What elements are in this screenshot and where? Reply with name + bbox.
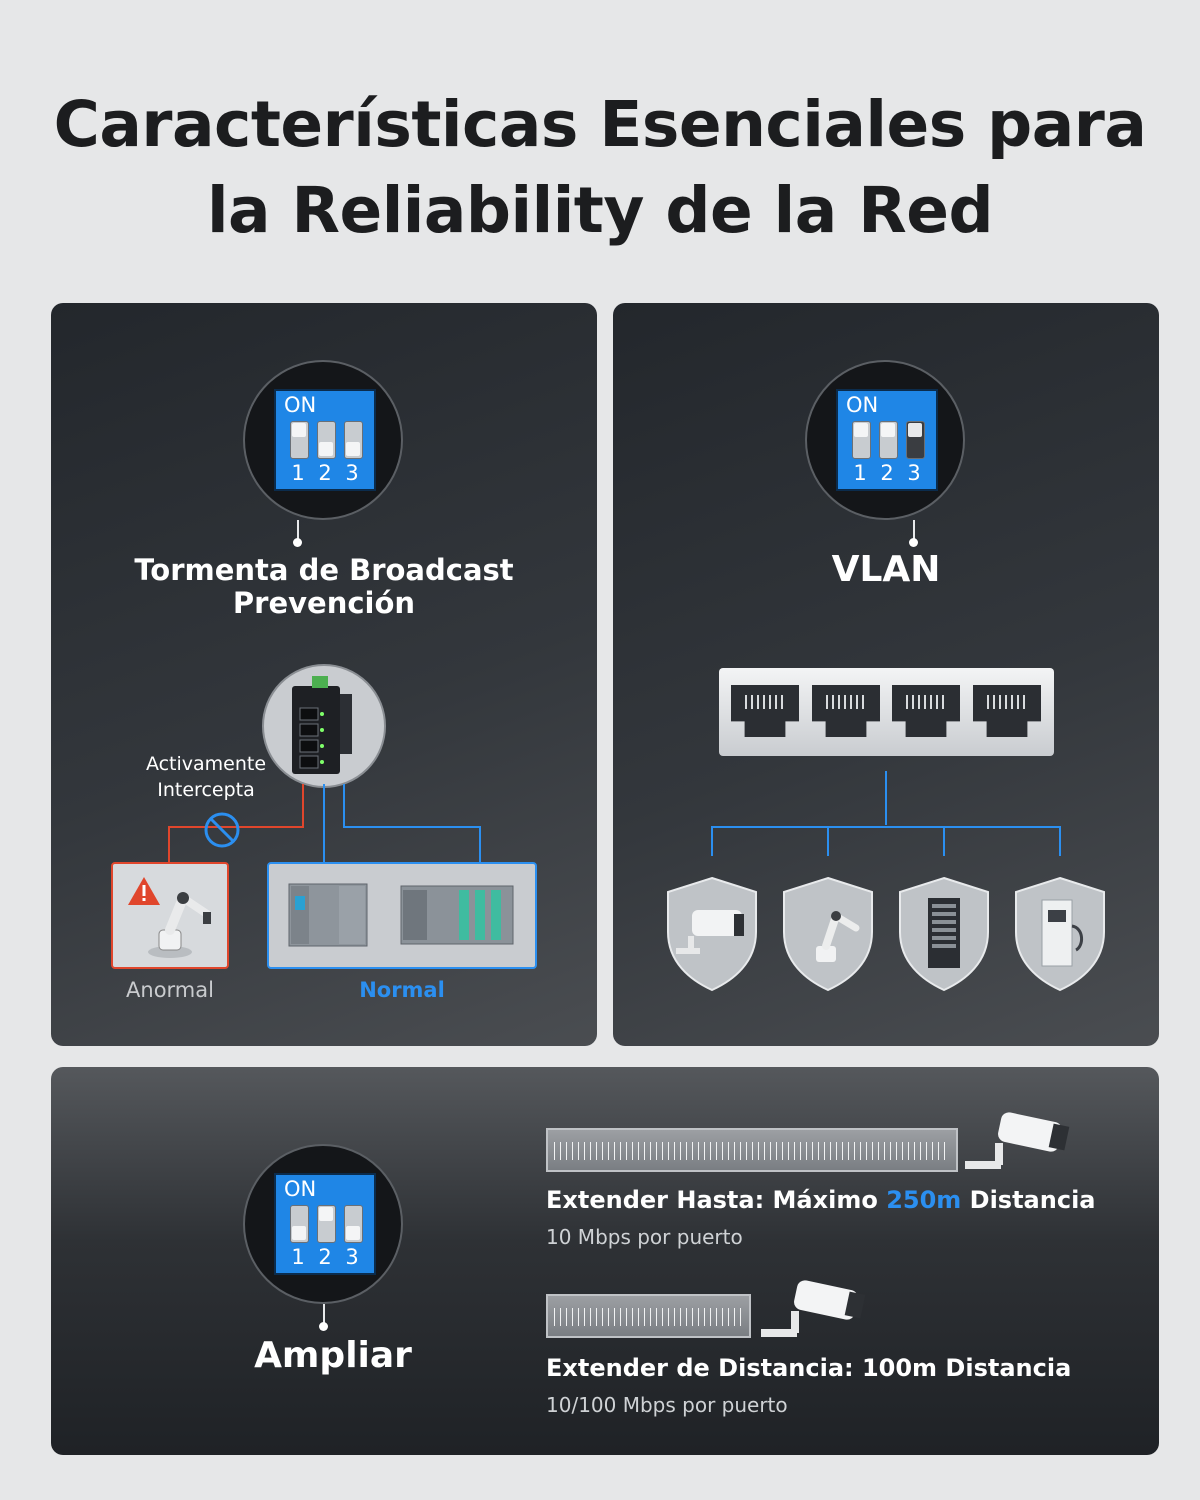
dip-num-2: 2: [880, 461, 894, 485]
broadcast-title-line-2: Prevención: [232, 586, 416, 620]
extend-title: Ampliar: [254, 1335, 412, 1376]
switch-ports: [719, 668, 1054, 756]
dip-slot-3: [344, 1205, 363, 1243]
camera-shield-icon: [667, 876, 757, 992]
title-line-1: Características Esenciales para: [53, 88, 1147, 161]
dip-num-3: 3: [345, 461, 359, 485]
intercept-line-1: Activamente: [145, 753, 267, 775]
dip-num-1: 1: [291, 1245, 305, 1269]
vlan-title: VLAN: [831, 549, 941, 590]
charger-shield-icon: [1015, 876, 1105, 992]
title-line-2: la Reliability de la Red: [206, 174, 994, 247]
dip-slot-2: [317, 421, 336, 459]
dip-num-3: 3: [345, 1245, 359, 1269]
feature-1-heading-accent: 250m: [886, 1186, 962, 1214]
ruler-long-icon: [546, 1128, 958, 1172]
warning-icon: [128, 877, 160, 905]
pointer-dot: [293, 538, 302, 547]
dip-slot-1: [290, 1205, 309, 1243]
dip-on-label: ON: [846, 393, 879, 417]
pointer-line: [913, 520, 915, 542]
dip-switch-badge: ON 1 2 3: [243, 1144, 403, 1304]
intercept-line-2: Intercepta: [157, 779, 255, 801]
dip-slot-3: [906, 421, 925, 459]
vlan-tree-lines: [711, 771, 1061, 856]
page-title: Características Esenciales para la Relia…: [0, 82, 1200, 254]
broadcast-title: Tormenta de Broadcast Prevención: [91, 554, 557, 620]
robot-shield-icon: [783, 876, 873, 992]
dip-switch-icon: ON 1 2 3: [274, 1173, 376, 1275]
abnormal-device-box: [111, 862, 229, 969]
dip-slot-3: [344, 421, 363, 459]
plc-controller-icon: [288, 883, 514, 947]
normal-label: Normal: [359, 978, 445, 1002]
pointer-line: [297, 520, 299, 542]
extend-panel: ON 1 2 3 Ampliar Extender Hasta: Máximo …: [51, 1067, 1159, 1455]
feature-1-subtitle: 10 Mbps por puerto: [546, 1225, 743, 1249]
dip-switch-badge: ON 1 2 3: [243, 360, 403, 520]
dip-num-3: 3: [907, 461, 921, 485]
security-camera-icon: [761, 1280, 866, 1337]
abnormal-label: Anormal: [126, 978, 214, 1002]
dip-num-2: 2: [318, 461, 332, 485]
dip-on-label: ON: [284, 1177, 317, 1201]
industrial-switch-badge: [262, 664, 386, 788]
dip-switch-icon: ON 1 2 3: [274, 389, 376, 491]
no-entry-icon: [204, 812, 240, 848]
broadcast-panel: ON 1 2 3 Tormenta de Broadcast Prevenció…: [51, 303, 597, 1046]
industrial-switch-icon: [292, 676, 352, 774]
dip-slot-1: [852, 421, 871, 459]
dip-switch-icon: ON 1 2 3: [836, 389, 938, 491]
pointer-dot: [319, 1322, 328, 1331]
normal-device-box: [267, 862, 537, 969]
dip-slot-2: [317, 1205, 336, 1243]
feature-2-heading: Extender de Distancia: 100m Distancia: [546, 1354, 1072, 1382]
dip-num-1: 1: [853, 461, 867, 485]
security-camera-icon: [965, 1112, 1070, 1169]
feature-1-heading-prefix: Extender Hasta: Máximo: [546, 1186, 887, 1214]
feature-1-heading: Extender Hasta: Máximo 250m Distancia: [546, 1186, 1096, 1214]
feature-2-subtitle: 10/100 Mbps por puerto: [546, 1393, 788, 1417]
broadcast-title-line-1: Tormenta de Broadcast: [134, 553, 514, 587]
dip-slot-2: [879, 421, 898, 459]
server-rack-shield-icon: [899, 876, 989, 992]
pointer-line: [323, 1304, 325, 1326]
pointer-dot: [909, 538, 918, 547]
dip-switch-badge: ON 1 2 3: [805, 360, 965, 520]
dip-num-2: 2: [318, 1245, 332, 1269]
dip-num-1: 1: [291, 461, 305, 485]
vlan-panel: ON 1 2 3 VLAN: [613, 303, 1159, 1046]
robot-arm-icon: [148, 892, 211, 958]
ruler-short-icon: [546, 1294, 751, 1338]
feature-1-heading-suffix: Distancia: [961, 1186, 1096, 1214]
intercept-label: Activamente Intercepta: [131, 751, 281, 803]
dip-on-label: ON: [284, 393, 317, 417]
dip-slot-1: [290, 421, 309, 459]
